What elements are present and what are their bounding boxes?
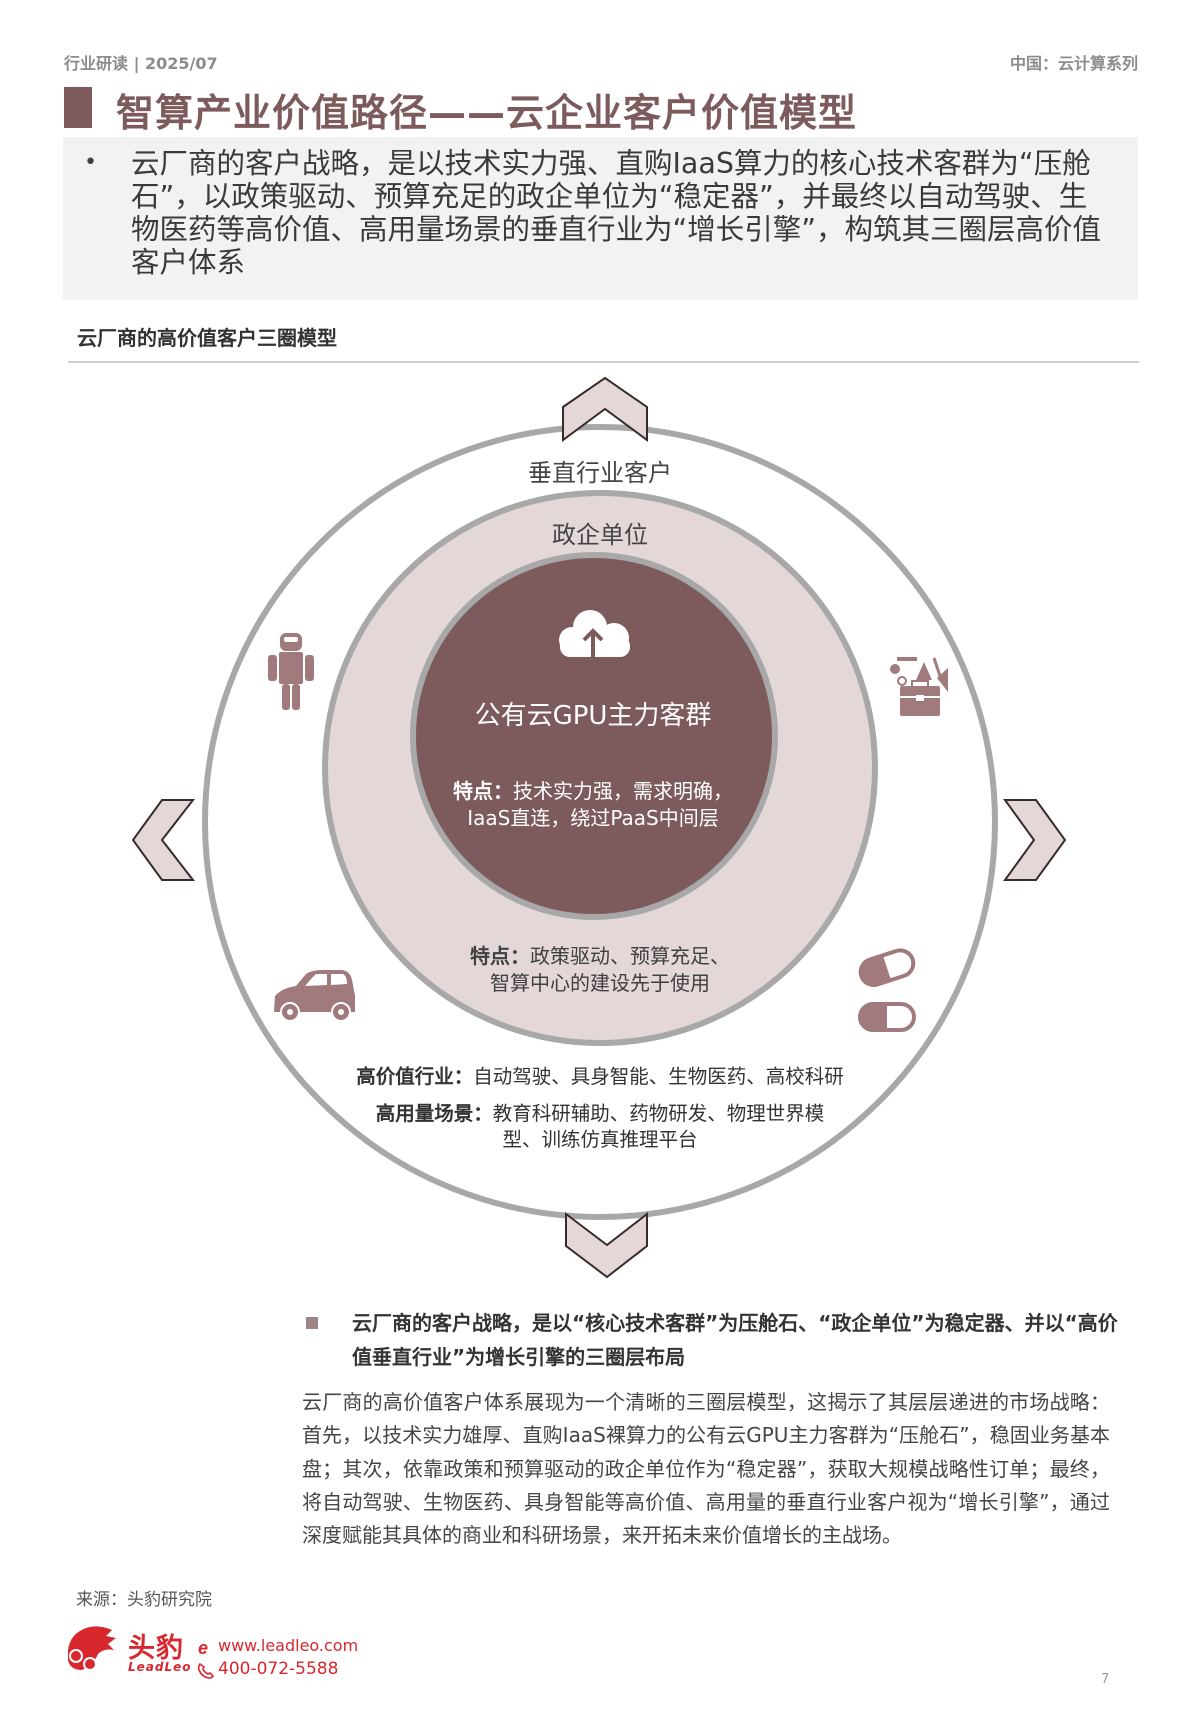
summary-box: [63, 137, 1138, 300]
chevron-down-icon: [565, 1211, 648, 1279]
industries-value: 自动驾驶、具身智能、生物医药、高校科研: [473, 1065, 844, 1088]
phone-icon: [197, 1662, 214, 1679]
summary-bullet: •: [84, 150, 97, 175]
summary-text: 云厂商的客户战略，是以技术实力强、直购IaaS算力的核心技术客群为“压舱石”，以…: [131, 147, 1102, 279]
high-value-industries: 高价值行业：自动驾驶、具身智能、生物医药、高校科研: [300, 1060, 900, 1089]
inner-desc-value: 技术实力强，需求明确，IaaS直连，绕过PaaS中间层: [467, 779, 733, 830]
briefcase-tools-icon: [890, 657, 948, 716]
brand-name-en: LeadLeo: [128, 1660, 192, 1674]
report-category-date: 行业研读 | 2025/07: [64, 54, 218, 73]
scenarios-value: 教育科研辅助、药物研发、物理世界模型、训练仿真推理平台: [492, 1102, 825, 1151]
page-number: 7: [1101, 1672, 1110, 1687]
key-point-bullet-icon: [306, 1317, 318, 1329]
brand-phone: 400-072-5588: [218, 1659, 339, 1679]
inner-desc-key: 特点：: [453, 779, 513, 803]
source-note: 来源：头豹研究院: [76, 1590, 212, 1610]
middle-desc-value: 政策驱动、预算充足、智算中心的建设先于使用: [490, 944, 730, 995]
report-series: 中国：云计算系列: [1009, 54, 1138, 73]
key-point-text: 云厂商的客户战略，是以“核心技术客群”为压舱石、“政企单位”为稳定器、并以“高价…: [352, 1311, 1118, 1369]
middle-ring-description: 特点：政策驱动、预算充足、智算中心的建设先于使用: [470, 943, 730, 997]
brand-name-cn: 头豹: [128, 1633, 184, 1664]
web-icon: e: [198, 1638, 208, 1658]
car-icon: [274, 970, 355, 1022]
svg-text:e: e: [198, 1638, 208, 1658]
body-paragraph: 云厂商的高价值客户体系展现为一个清晰的三圈层模型，这揭示了其层层递进的市场战略：…: [302, 1390, 1110, 1548]
outer-ring-label: 垂直行业客户: [528, 459, 672, 487]
pill-icon: [858, 948, 916, 1032]
inner-circle: [410, 552, 778, 920]
brand-website-link[interactable]: www.leadleo.com: [218, 1636, 359, 1655]
chevron-left-icon: [131, 799, 196, 881]
middle-ring-label: 政企单位: [552, 521, 648, 549]
scenarios-key: 高用量场景：: [375, 1102, 493, 1125]
page-title: 智算产业价值路径——云企业客户价值模型: [116, 91, 858, 135]
figure-divider: [68, 361, 1139, 363]
inner-circle-title: 公有云GPU主力客群: [474, 701, 712, 731]
inner-circle-description: 特点：技术实力强，需求明确，IaaS直连，绕过PaaS中间层: [440, 778, 746, 832]
figure-title: 云厂商的高价值客户三圈模型: [77, 326, 337, 350]
title-accent-bar: [64, 87, 92, 128]
robot-icon: [268, 633, 314, 710]
high-usage-scenarios: 高用量场景：教育科研辅助、药物研发、物理世界模型、训练仿真推理平台: [360, 1101, 840, 1153]
cloud-upload-icon: [559, 610, 630, 657]
chevron-up-icon: [562, 376, 648, 442]
chevron-right-icon: [1003, 799, 1067, 881]
middle-desc-key: 特点：: [470, 944, 530, 968]
leadleo-logo-icon: [68, 1626, 116, 1671]
industries-key: 高价值行业：: [356, 1065, 474, 1088]
